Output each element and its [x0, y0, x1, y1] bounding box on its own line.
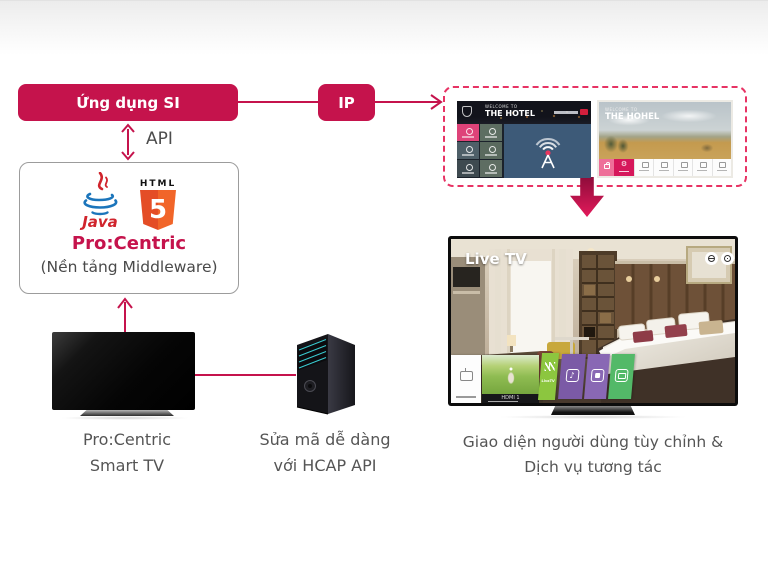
hotel-home-header: WELCOME TO THE HOTEL: [457, 101, 591, 124]
hotel-tile: [457, 160, 479, 177]
ip-node: IP: [318, 84, 375, 121]
livetv-card-label: LiveTV: [541, 379, 555, 383]
server-caption-line1: Sửa mã dễ dàng: [259, 430, 391, 449]
server-tower-icon: [296, 334, 355, 415]
procentric-smart-tv: [52, 332, 195, 410]
hdmi-input-label: HDMI 1: [482, 394, 539, 403]
api-double-arrow-icon: [121, 123, 135, 161]
smart-tv-caption-line2: Smart TV: [89, 456, 165, 475]
hotel-tile: [457, 142, 479, 159]
tv-stand: [80, 410, 174, 416]
tv-shadow: [60, 416, 190, 420]
clock-icon: [721, 252, 734, 265]
gallery-card: [634, 159, 654, 176]
java-logo-icon: Java: [79, 172, 118, 230]
si-application-node: Ứng dụng SI: [18, 84, 238, 121]
logo-row: Java HTML 5: [20, 172, 238, 230]
hotel-tile: [480, 142, 502, 159]
top-gradient-band: [0, 0, 768, 55]
live-tv-label: Live TV: [465, 250, 527, 268]
server-caption-line2: với HCAP API: [273, 456, 377, 475]
right-arrow-icon: [375, 94, 443, 110]
hotel-logo-icon: [462, 106, 472, 117]
bag-icon: [603, 162, 610, 169]
result-caption: Giao diện người dùng tùy chỉnh & Dịch vụ…: [420, 433, 766, 476]
launcher-card-music: ♪: [558, 354, 586, 399]
api-label: API: [146, 129, 173, 149]
big-tv-stand: [551, 406, 635, 415]
gallery-welcome-text: WELCOME TO: [605, 107, 638, 112]
launcher-card-hdmi-thumbnail: [482, 355, 539, 394]
gear-icon: ⚙: [620, 160, 628, 168]
music-note-icon: ♪: [565, 369, 580, 382]
gallery-card: [692, 159, 712, 176]
hotel-title-text: THE HOTEL: [485, 109, 535, 118]
smart-tv-caption: Pro:Centric Smart TV: [42, 430, 212, 475]
hotel-tile: [480, 160, 502, 177]
smart-tv-caption-line1: Pro:Centric: [82, 430, 172, 449]
up-arrow-icon: [117, 297, 133, 332]
gallery-screen: WELCOME TO THE HOHEL ⚙: [597, 100, 733, 178]
gallery-card-row: ⚙: [599, 159, 731, 176]
live-tv-display: Live TV HDMI 1 LiveTV ♪: [448, 236, 738, 406]
radio-icon: [614, 369, 629, 382]
hotel-tile: [480, 124, 502, 141]
dashed-result-box: WELCOME TO THE HOTEL WELCOME TO TH: [443, 86, 747, 187]
launcher-card-video: [584, 354, 610, 399]
server-caption: Sửa mã dễ dàng với HCAP API: [240, 430, 410, 475]
connector-si-to-ip: [238, 101, 318, 103]
gallery-card-settings: ⚙: [614, 159, 634, 176]
hotel-time-text: [554, 111, 578, 114]
middleware-platform: (Nền tảng Middleware): [40, 258, 218, 276]
gallery-card-concierge: [599, 159, 614, 176]
result-caption-line1: Giao diện người dùng tùy chỉnh &: [462, 433, 724, 451]
hotel-broadcast-panel: [504, 124, 591, 178]
hotel-weather-badge: [580, 109, 588, 115]
live-antenna-icon: [543, 362, 555, 371]
gallery-card: [672, 159, 693, 176]
video-icon: [590, 369, 605, 382]
gallery-title-text: THE HOHEL: [605, 112, 660, 122]
launcher-card-recent: [451, 355, 481, 403]
html5-logo-icon: HTML 5: [135, 179, 181, 230]
hotel-welcome-text: WELCOME TO: [485, 104, 518, 109]
connector-tv-to-server: [195, 374, 296, 376]
ip-label: IP: [338, 93, 355, 112]
middleware-box: Java HTML 5 Pro:Centric (Nền tảng Middle…: [19, 162, 239, 294]
globe-icon: [705, 252, 718, 265]
si-application-label: Ứng dụng SI: [76, 93, 180, 112]
result-caption-line2: Dịch vụ tương tác: [524, 458, 662, 476]
live-tv-screen: Live TV HDMI 1 LiveTV ♪: [451, 239, 735, 403]
html5-five: 5: [148, 195, 168, 225]
gallery-card: [653, 159, 673, 176]
html5-wordmark: HTML: [139, 179, 177, 189]
hotel-menu-tiles: [457, 124, 503, 178]
hotel-tile-home: [457, 124, 479, 141]
launcher-card-radio: [608, 354, 635, 399]
gallery-card: [711, 159, 731, 176]
html5-shield: 5: [140, 190, 176, 230]
antenna-broadcast-icon: [535, 138, 560, 169]
java-wordmark: Java: [79, 213, 118, 230]
big-tv-shadow: [498, 415, 688, 419]
hotel-home-screen: WELCOME TO THE HOTEL: [457, 101, 591, 178]
middleware-name: Pro:Centric: [71, 233, 187, 254]
record-tv-icon: [459, 368, 473, 381]
